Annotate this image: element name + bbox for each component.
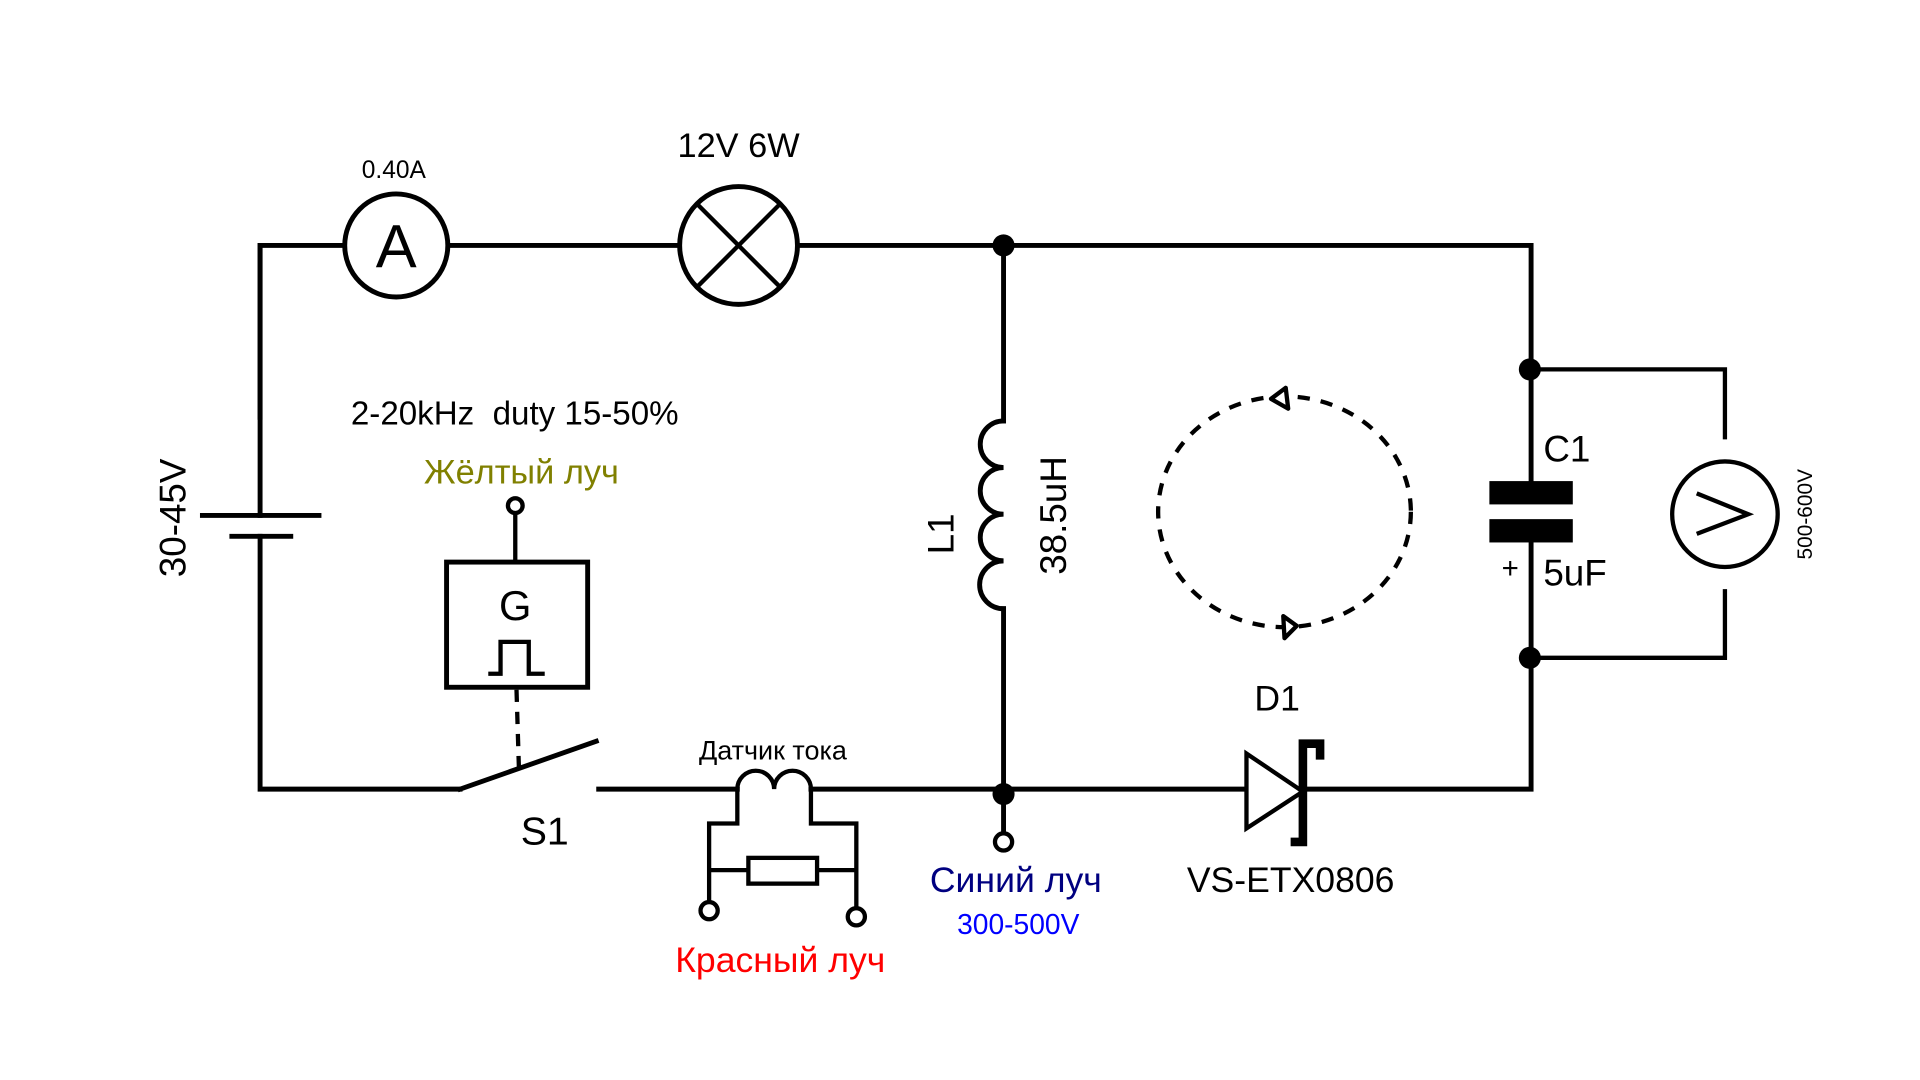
shunt-resistor-icon bbox=[746, 855, 820, 886]
battery-icon bbox=[199, 513, 322, 539]
inductor-ref-label: L1 bbox=[920, 513, 961, 554]
red-probe-terminal-left[interactable] bbox=[698, 899, 720, 922]
junction-top bbox=[992, 234, 1015, 257]
current-sensor-label: Датчик тока bbox=[699, 736, 847, 766]
switch-ref-label: S1 bbox=[521, 809, 569, 853]
wire-lamp-right bbox=[794, 243, 1534, 488]
blue-probe-terminal[interactable] bbox=[992, 831, 1015, 853]
wire-voltmeter-bottom bbox=[1531, 589, 1728, 660]
current-flow-loop-icon bbox=[1155, 385, 1414, 641]
arrowhead-bottom-icon bbox=[1281, 613, 1299, 641]
junction-bottom bbox=[992, 783, 1015, 806]
voltmeter-reading-label: 500-600V bbox=[1794, 469, 1817, 560]
generator-params-label: 2-20kHz duty 15-50% bbox=[351, 396, 679, 433]
arrowhead-top-icon bbox=[1268, 385, 1291, 411]
junction-cap-top bbox=[1518, 358, 1541, 381]
diode-ref-label: D1 bbox=[1254, 679, 1299, 719]
capacitor-c1-icon bbox=[1489, 481, 1573, 543]
pulse-generator-icon: G bbox=[444, 559, 591, 690]
yellow-probe-terminal[interactable] bbox=[505, 496, 525, 516]
junction-cap-bottom bbox=[1518, 646, 1541, 669]
inductor-value-label: 38.5uH bbox=[1033, 456, 1074, 575]
inductor-l1-icon bbox=[977, 418, 1007, 612]
red-probe-label: Красный луч bbox=[675, 940, 885, 980]
diode-d1-icon bbox=[1244, 739, 1325, 847]
wire-diode-right bbox=[1302, 537, 1534, 792]
capacitor-polarity-label: + bbox=[1502, 552, 1519, 585]
blue-probe-voltage-label: 300-500V bbox=[957, 908, 1080, 940]
lamp-rating-label: 12V 6W bbox=[677, 127, 800, 165]
supply-voltage-label: 30-45V bbox=[152, 458, 193, 577]
wire-top-left bbox=[257, 243, 348, 420]
junctions bbox=[992, 234, 1541, 806]
capacitor-ref-label: C1 bbox=[1543, 428, 1590, 469]
pulse-waveform-icon bbox=[488, 639, 545, 676]
blue-probe-label: Синий луч bbox=[930, 860, 1102, 900]
generator-switch-link bbox=[514, 689, 522, 770]
diode-part-label: VS-ETX0806 bbox=[1187, 860, 1395, 900]
ammeter-icon: A bbox=[342, 191, 451, 300]
switch-s1-icon[interactable] bbox=[456, 738, 600, 793]
wire-voltmeter-top bbox=[1531, 367, 1728, 440]
red-probe-terminal-right[interactable] bbox=[845, 906, 868, 928]
lamp-icon bbox=[677, 184, 800, 307]
wire-battery-bottom bbox=[257, 533, 463, 792]
wires bbox=[257, 243, 1728, 835]
generator-symbol: G bbox=[499, 582, 531, 629]
ammeter-symbol: A bbox=[376, 213, 417, 282]
capacitor-value-label: 5uF bbox=[1543, 552, 1606, 593]
voltmeter-icon bbox=[1670, 459, 1780, 570]
yellow-probe-label: Жёлтый луч bbox=[424, 454, 619, 492]
ammeter-reading-label: 0.40A bbox=[362, 157, 427, 184]
current-sensor-icon bbox=[706, 768, 859, 909]
